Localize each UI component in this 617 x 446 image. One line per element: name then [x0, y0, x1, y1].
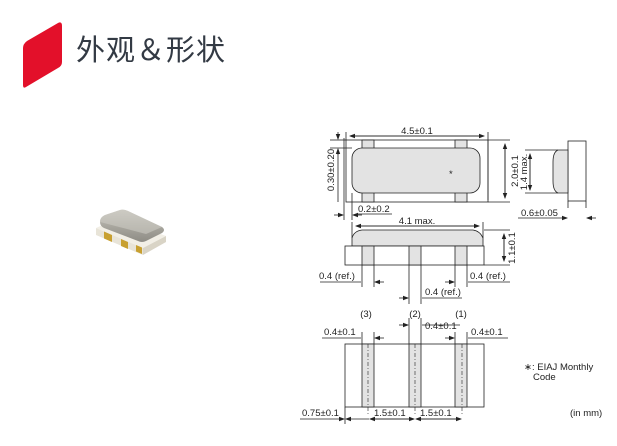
page-title: 外观＆形状	[76, 33, 227, 67]
dim-bottom-center-pad: 0.4±0.1	[425, 321, 457, 332]
pin-label-2: (2)	[409, 309, 421, 320]
dim-bottom-pitch-1: 1.5±0.1	[374, 408, 406, 419]
side-view	[518, 140, 596, 221]
dim-front-left-terminal: 0.4 (ref.)	[319, 271, 355, 282]
marking-asterisk: *	[449, 169, 453, 180]
dim-top-width: 2.0±0.1	[510, 155, 521, 187]
pin-label-3: (3)	[360, 309, 372, 320]
dim-front-right-terminal: 0.4 (ref.)	[470, 271, 506, 282]
dim-top-terminal-offset: 0.30±0.20	[326, 149, 337, 191]
dim-top-cap-offset: 0.2±0.2	[358, 204, 390, 215]
dim-side-terminal: 0.6±0.05	[521, 208, 558, 219]
dim-front-height: 1.1±0.1	[507, 232, 518, 264]
note-marking-line1: ∗: EIAJ Monthly	[524, 362, 593, 373]
dim-front-cap-length: 4.1 max.	[399, 216, 435, 227]
dim-side-height: 1.4 max.	[519, 154, 530, 190]
dim-front-center-terminal: 0.4 (ref.)	[425, 287, 461, 298]
note-marking-line2: Code	[533, 372, 556, 383]
dim-bottom-edge-offset: 0.75±0.1	[302, 408, 339, 419]
dim-bottom-left-pad: 0.4±0.1	[324, 327, 356, 338]
component-photo	[96, 209, 166, 255]
top-view	[330, 132, 510, 220]
note-units: (in mm)	[570, 408, 602, 419]
pin-label-1: (1)	[455, 309, 467, 320]
dim-bottom-pitch-2: 1.5±0.1	[420, 408, 452, 419]
section-header: 外观＆形状	[0, 0, 617, 100]
front-view	[320, 222, 510, 304]
dim-bottom-right-pad: 0.4±0.1	[471, 327, 503, 338]
red-parallelogram-icon	[23, 22, 62, 88]
dim-top-length: 4.5±0.1	[401, 126, 433, 137]
bottom-view	[300, 318, 508, 424]
